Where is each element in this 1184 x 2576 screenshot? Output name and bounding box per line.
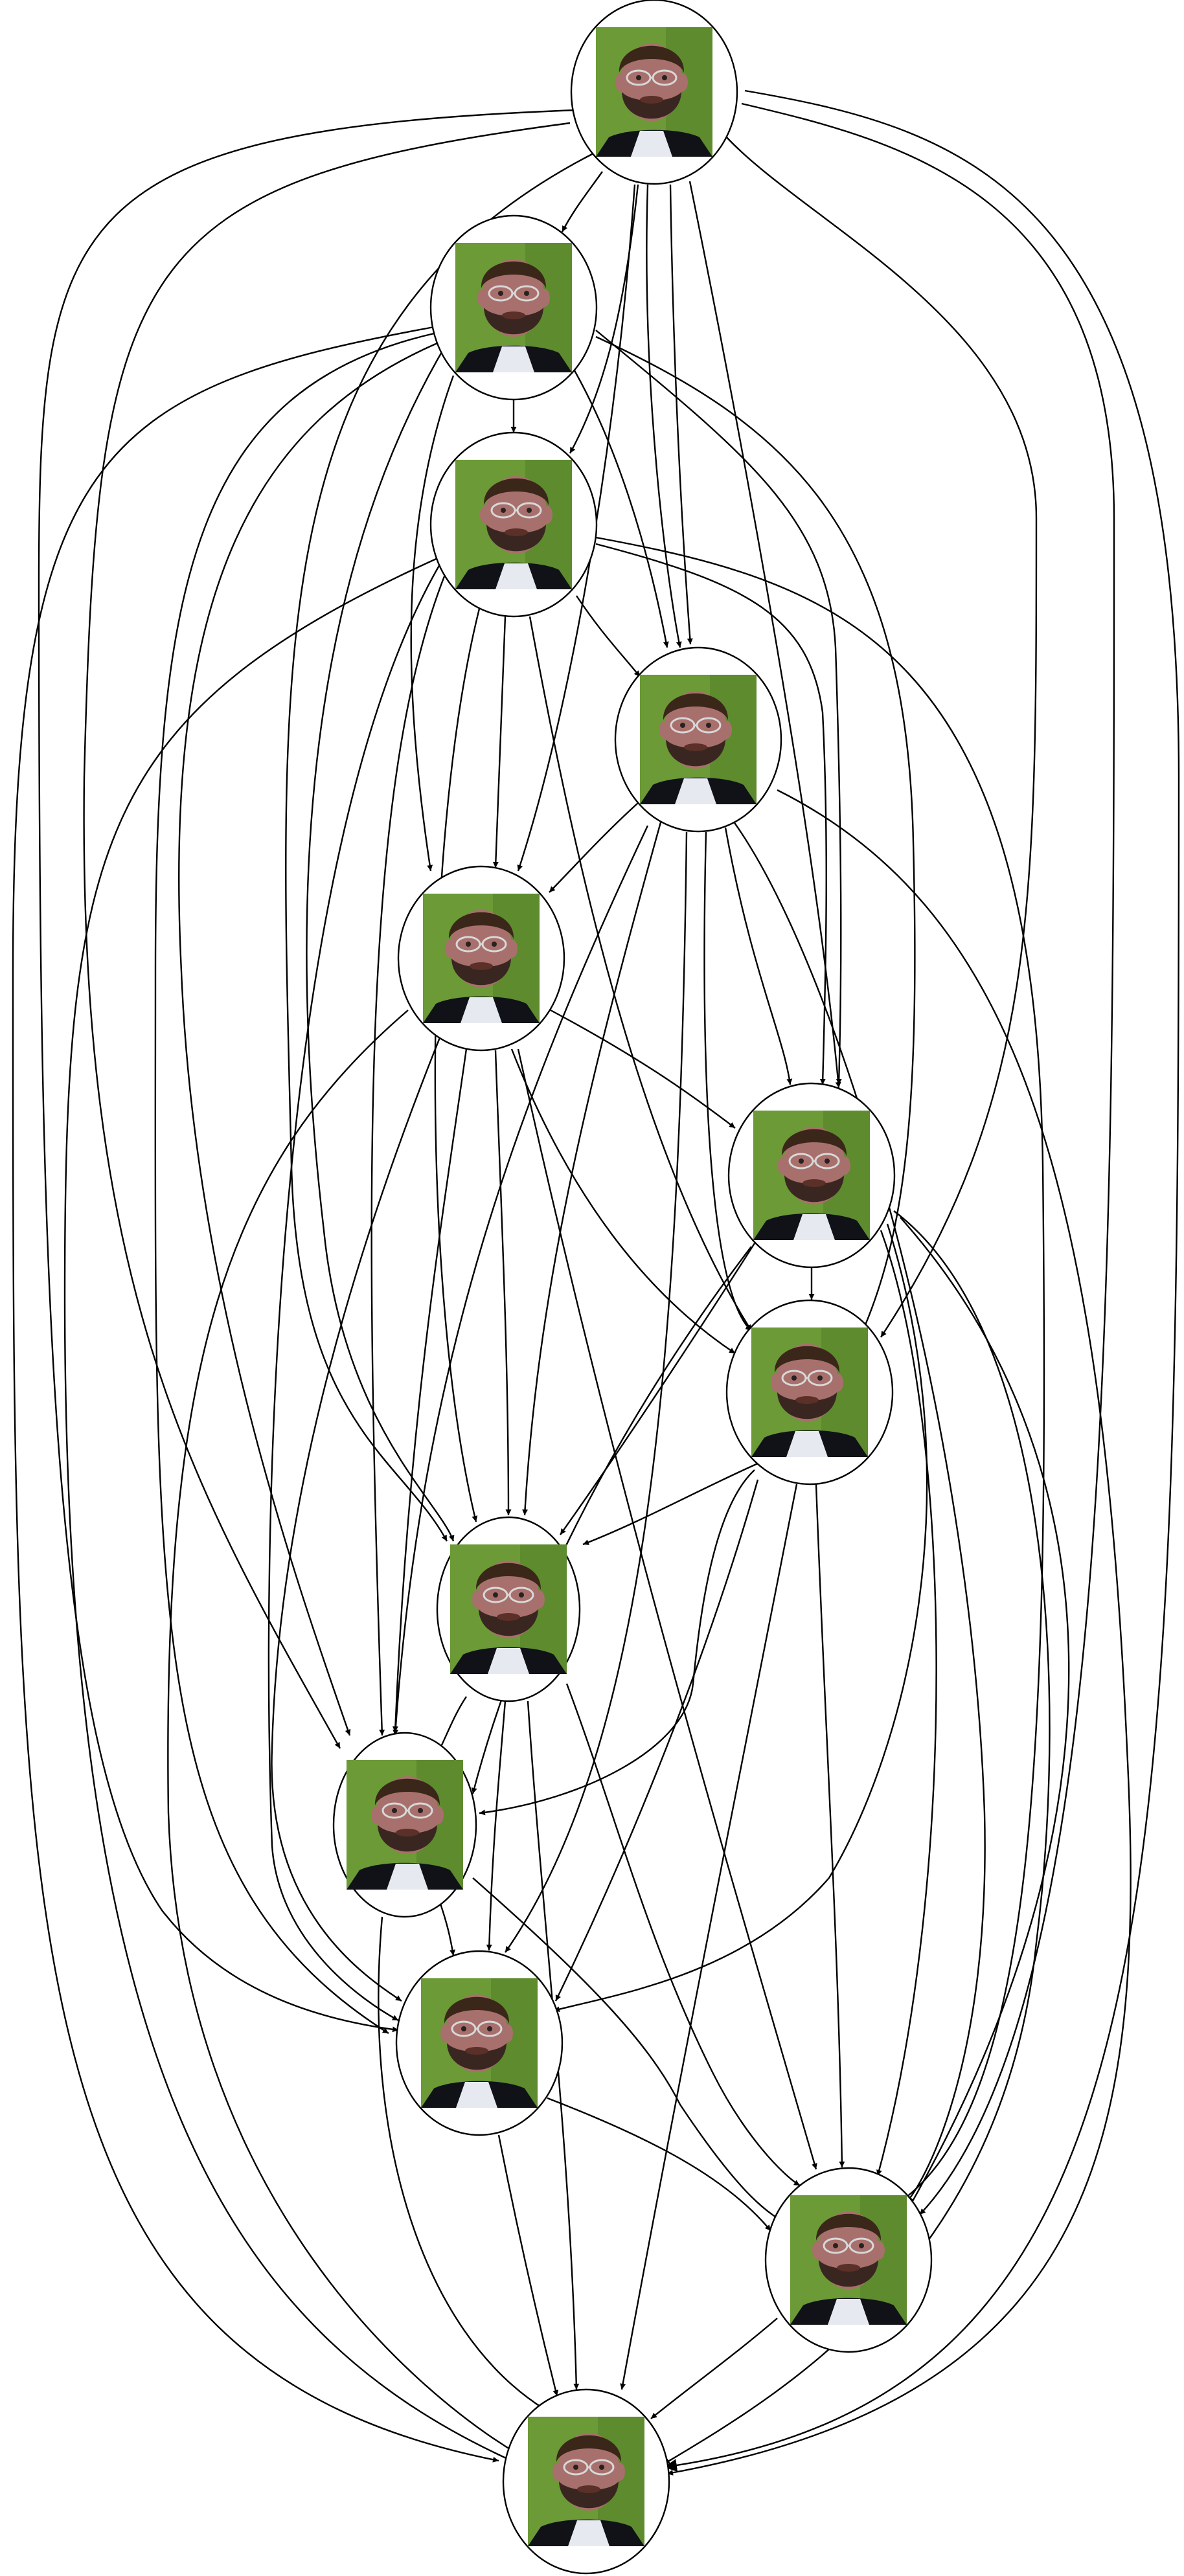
graph-node-1	[570, 0, 738, 185]
edge-2-to-11	[63, 556, 512, 2462]
edge-0-to-7	[285, 151, 597, 1542]
edge-0-to-3	[669, 184, 693, 645]
edge-2-to-6	[529, 616, 753, 1331]
edge-1-to-11	[12, 326, 499, 2463]
edge-5-to-10	[876, 1230, 937, 2176]
portrait-photo	[751, 1328, 868, 1457]
edge-1-to-9	[154, 332, 435, 2035]
graph-node-2	[429, 214, 598, 401]
edge-3-to-6	[703, 831, 752, 1331]
portrait-photo	[455, 460, 572, 589]
edge-4-to-7	[494, 1050, 512, 1516]
edge-0-to-1	[561, 171, 603, 232]
edge-5-to-9	[553, 1223, 928, 2013]
portrait-photo	[596, 27, 712, 157]
graph-node-11	[764, 2167, 933, 2353]
edge-4-to-5	[550, 1009, 736, 1129]
portrait-photo	[455, 243, 572, 372]
edge-2-to-7	[434, 608, 481, 1522]
graph-node-10	[395, 1950, 564, 2136]
edge-4-to-9	[271, 1035, 442, 2002]
edge-3-to-5	[724, 827, 793, 1085]
portrait-photo	[753, 1111, 870, 1240]
edge-5-to-11	[663, 1210, 1051, 2465]
edge-3-to-9	[505, 831, 688, 1953]
graph-node-9	[332, 1732, 477, 1918]
edge-4-to-10	[517, 1048, 817, 2170]
edge-2-to-5	[595, 543, 827, 1085]
edge-2-to-4	[492, 616, 507, 868]
graph-node-6	[727, 1082, 896, 1269]
edge-6-to-11	[620, 1484, 798, 2390]
edge-8-to-10	[472, 1877, 791, 2227]
portrait-photo	[450, 1544, 567, 1674]
edge-0-to-10	[741, 102, 1115, 2215]
edge-2-to-9	[268, 563, 442, 2022]
edge-10-to-11	[650, 2318, 778, 2419]
edge-3-to-8	[393, 825, 649, 1736]
edge-1-to-4	[410, 375, 455, 872]
portrait-photo	[790, 2195, 907, 2325]
edge-0-to-3	[646, 184, 682, 648]
node-layer	[332, 0, 933, 2575]
edge-8-to-11	[378, 1916, 545, 2410]
edge-6-to-8	[479, 1469, 755, 1816]
graph-node-4	[614, 646, 782, 833]
portrait-photo	[347, 1760, 463, 1890]
graph-node-12	[502, 2388, 670, 2575]
edge-1-to-8	[178, 342, 438, 1736]
portrait-photo	[423, 894, 540, 1023]
edge-1-to-7	[306, 343, 455, 1542]
portrait-photo	[640, 675, 757, 804]
edge-0-to-9	[38, 109, 577, 2033]
edge-0-to-5	[689, 181, 841, 1089]
edge-1-to-3	[569, 362, 669, 648]
portrait-photo	[528, 2417, 644, 2546]
edge-6-to-10	[815, 1484, 845, 2168]
edge-6-to-7	[582, 1462, 758, 1546]
edge-2-to-8	[370, 569, 448, 1736]
edge-7-to-9	[486, 1700, 507, 1951]
edge-3-to-4	[549, 802, 639, 893]
edge-layer	[12, 89, 1180, 2476]
edge-3-to-7	[522, 822, 662, 1516]
edge-8-to-9	[439, 1903, 455, 1956]
edge-4-to-8	[392, 1048, 468, 1733]
edge-6-to-9	[554, 1479, 759, 2002]
edge-5-to-7	[560, 1243, 756, 1535]
edge-0-to-6	[725, 135, 1038, 1338]
edge-0-to-2	[569, 184, 639, 454]
edge-2-to-10	[595, 536, 1045, 2202]
graph-node-8	[436, 1516, 581, 1702]
edge-9-to-11	[497, 2134, 559, 2397]
edge-5-to-8	[471, 1246, 752, 1794]
graph-node-5	[397, 865, 565, 1052]
edge-1-to-6	[595, 335, 916, 1335]
graph-node-7	[725, 1299, 894, 1486]
edge-1-to-5	[595, 330, 842, 1085]
edge-7-to-10	[565, 1683, 801, 2187]
edge-2-to-3	[576, 595, 641, 677]
graph-node-3	[429, 431, 598, 618]
edge-0-to-4	[517, 184, 636, 872]
edge-0-to-8	[83, 122, 571, 1749]
edge-4-to-6	[510, 1048, 736, 1354]
edge-0-to-11	[663, 89, 1180, 2472]
edge-4-to-11	[167, 1010, 519, 2456]
portrait-photo	[421, 1978, 538, 2108]
edge-3-to-11	[666, 789, 1132, 2476]
edge-3-to-10	[731, 819, 986, 2202]
edge-9-to-10	[547, 2097, 771, 2231]
